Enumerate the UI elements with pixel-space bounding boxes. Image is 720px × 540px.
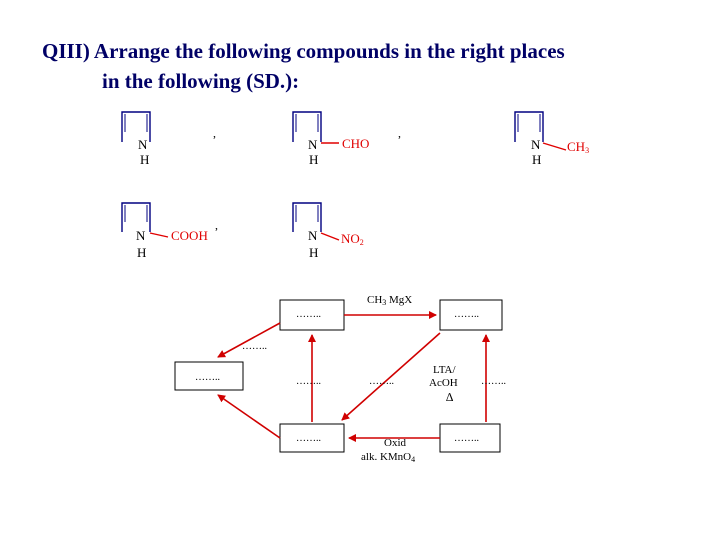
blank-box-bottom-left <box>279 423 345 453</box>
separator-2: , <box>398 126 401 140</box>
compound-4-h: H <box>137 245 147 260</box>
title-line-2: in the following (SD.): <box>102 69 300 93</box>
cooh-bond <box>149 232 169 238</box>
pyrrole-ring-1 <box>121 111 151 142</box>
blank-diag-arrow: …….. <box>242 341 267 352</box>
reagent-lta-1: LTA/ <box>433 364 456 376</box>
compound-3-n: N <box>531 137 541 152</box>
arrow-diagonal-lta <box>341 332 441 421</box>
blank-box-left <box>174 361 244 391</box>
compound-4-cooh: COOH <box>171 228 208 243</box>
reagent-lta-2: AcOH <box>429 377 458 389</box>
reagent-oxid-2: alk. KMnO4 <box>361 451 416 464</box>
pyrrole-ring-3 <box>514 111 544 142</box>
compound-5-n: N <box>308 228 318 243</box>
blank-middle: …….. <box>369 376 394 387</box>
blank-top-left: …….. <box>296 309 321 320</box>
question-title: QIII) Arrange the following compounds in… <box>42 36 702 96</box>
pyrrole-ring-5 <box>292 202 322 232</box>
compound-5-no2: NO2 <box>341 231 364 248</box>
compound-2-n: N <box>308 137 318 152</box>
blank-bottom-left: …….. <box>296 433 321 444</box>
blank-left: …….. <box>195 372 220 383</box>
reagent-lta-heat: ∆ <box>446 390 454 404</box>
blank-box-top-left <box>279 299 345 331</box>
blank-left-arrow: …….. <box>296 376 321 387</box>
pyrrole-ring-4 <box>121 202 151 232</box>
ch3-bond <box>542 142 567 151</box>
separator-3: , <box>215 218 218 232</box>
reagent-grignard: CH3 MgX <box>367 294 413 307</box>
blank-bottom-right: …….. <box>454 433 479 444</box>
compound-1-n: N <box>138 137 148 152</box>
compound-1-h: H <box>140 152 150 167</box>
compound-4-n: N <box>136 228 146 243</box>
blank-box-top-right <box>439 299 503 331</box>
compound-3-h: H <box>532 152 542 167</box>
blank-right-arrow: …….. <box>481 376 506 387</box>
compound-3-ch3: CH3 <box>567 139 590 156</box>
blank-box-bottom-right <box>439 423 501 453</box>
arrow-bottom-to-left-box <box>217 394 281 439</box>
compound-5-h: H <box>309 245 319 260</box>
substituent-bonds <box>149 142 567 241</box>
no2-bond <box>320 232 340 241</box>
separator-1: , <box>213 126 216 140</box>
arrow-to-left-box <box>217 322 281 358</box>
blank-top-right: …….. <box>454 309 479 320</box>
compound-2-cho: CHO <box>342 136 370 151</box>
pyrrole-ring-2 <box>292 111 322 142</box>
title-line-1: QIII) Arrange the following compounds in… <box>42 39 565 63</box>
compound-2-h: H <box>309 152 319 167</box>
reagent-oxid-1: Oxid <box>384 437 406 449</box>
